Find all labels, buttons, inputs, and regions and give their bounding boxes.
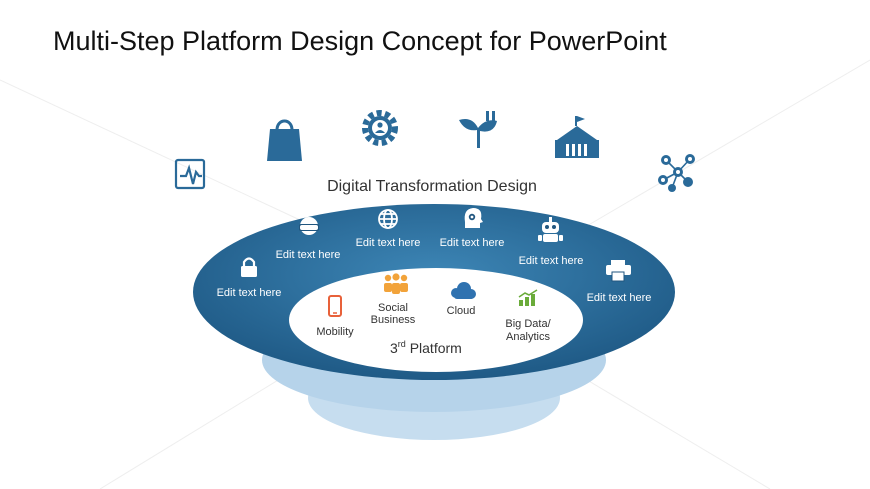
platform-label-text: Platform [406, 340, 462, 356]
bar-chart-icon [518, 289, 538, 306]
platform-label-sup: rd [398, 339, 406, 349]
inner-item-label-social-1: Social [378, 302, 408, 314]
inner-item-label-mobility: Mobility [316, 326, 354, 338]
arc-label: Digital Transformation Design [327, 178, 537, 195]
inner-item-label-cloud: Cloud [447, 305, 476, 317]
slide-title: Multi-Step Platform Design Concept for P… [53, 26, 667, 56]
people-group-icon [384, 273, 408, 294]
platform-label-number: 3 [390, 340, 398, 356]
globe-icon [378, 209, 398, 229]
shopping-bag-icon [267, 119, 302, 161]
cloud-icon [451, 282, 476, 299]
heartbeat-monitor-icon [174, 158, 206, 190]
printer-icon [606, 260, 631, 282]
ring-item-label-6[interactable]: Edit text here [587, 292, 652, 304]
lock-icon [241, 257, 257, 277]
ring-item-label-1[interactable]: Edit text here [217, 287, 282, 299]
inner-platform [289, 268, 583, 372]
plant-plug-icon [459, 111, 497, 148]
gear-user-icon [362, 110, 398, 146]
inner-item-label-social-2: Business [371, 314, 416, 326]
inner-item-label-bigdata-2: Analytics [506, 331, 551, 343]
ring-item-label-3[interactable]: Edit text here [356, 237, 421, 249]
platform-label: 3rd Platform [390, 339, 462, 356]
head-gear-icon [464, 208, 483, 228]
vr-headset-icon [299, 217, 319, 235]
school-building-icon [555, 116, 599, 158]
network-nodes-icon [658, 154, 695, 192]
ring-item-label-2[interactable]: Edit text here [276, 249, 341, 261]
inner-item-label-bigdata-1: Big Data/ [505, 318, 551, 330]
ring-item-label-5[interactable]: Edit text here [519, 255, 584, 267]
mobile-phone-icon [328, 295, 342, 317]
robot-icon [538, 217, 563, 242]
ring-item-label-4[interactable]: Edit text here [440, 237, 505, 249]
